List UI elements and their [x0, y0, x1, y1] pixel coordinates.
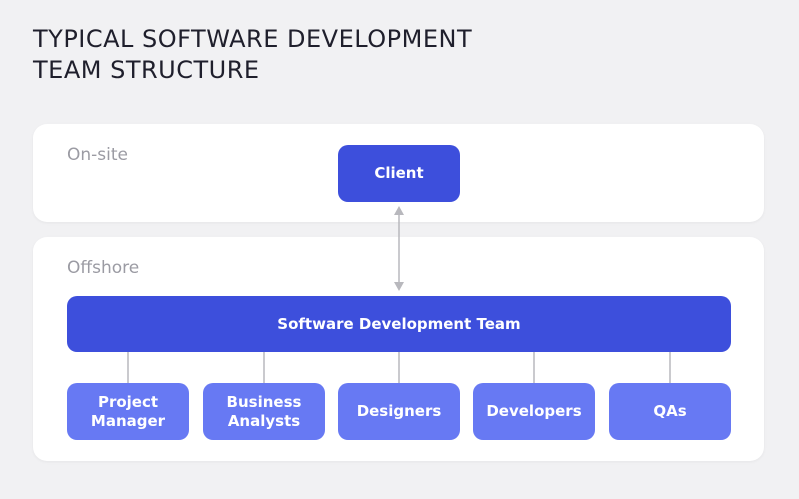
title-line-2: TEAM STRUCTURE [33, 56, 260, 84]
onsite-label: On-site [67, 145, 128, 165]
role-developers: Developers [473, 383, 595, 440]
role-business-analysts: Business Analysts [203, 383, 325, 440]
software-development-team-node: Software Development Team [67, 296, 731, 352]
offshore-label: Offshore [67, 258, 140, 278]
client-node: Client [338, 145, 460, 202]
title-line-1: TYPICAL SOFTWARE DEVELOPMENT [33, 25, 473, 53]
diagram-title: TYPICAL SOFTWARE DEVELOPMENT TEAM STRUCT… [33, 24, 472, 86]
role-designers: Designers [338, 383, 460, 440]
role-project-manager: Project Manager [67, 383, 189, 440]
role-qas: QAs [609, 383, 731, 440]
